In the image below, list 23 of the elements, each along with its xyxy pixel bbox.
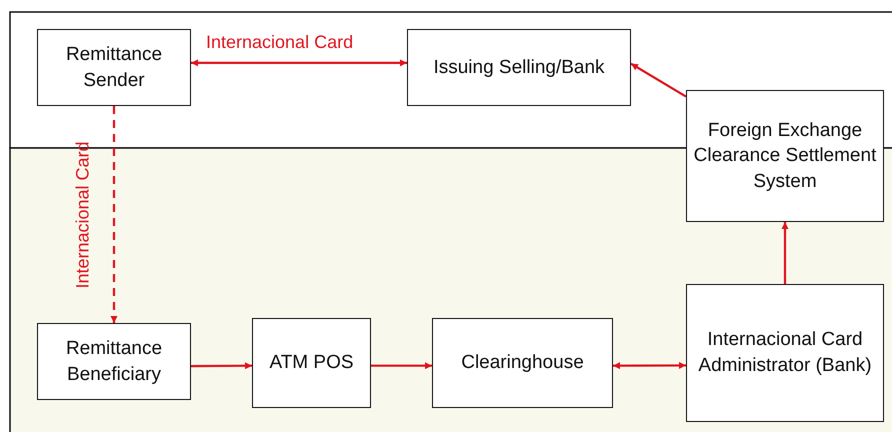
node-label: ATM POS [269,351,354,376]
process-box [686,284,884,422]
arrow [630,62,687,98]
process-box [407,29,631,106]
node-label: Foreign Exchange Clearance Settlement System [692,118,878,194]
process-box [37,29,191,106]
process-box [432,318,613,408]
process-box [252,318,371,408]
edge-label: Internacional Card [206,32,354,53]
node-label: Internacional Card Administrator (Bank) [697,328,873,378]
arrow [782,222,788,284]
arrow [613,362,686,370]
edge-label: Internacional Card [72,141,94,289]
process-box [686,90,884,222]
node-label: Clearinghouse [461,351,584,376]
arrow [191,59,407,66]
process-box [37,323,191,400]
node-label: Remittance Sender [64,42,164,92]
node-label: Issuing Selling/Bank [433,56,605,80]
arrow [110,106,118,323]
node-label: Remittance Beneficiary [64,336,164,386]
arrow [371,362,432,370]
arrow [191,362,252,370]
